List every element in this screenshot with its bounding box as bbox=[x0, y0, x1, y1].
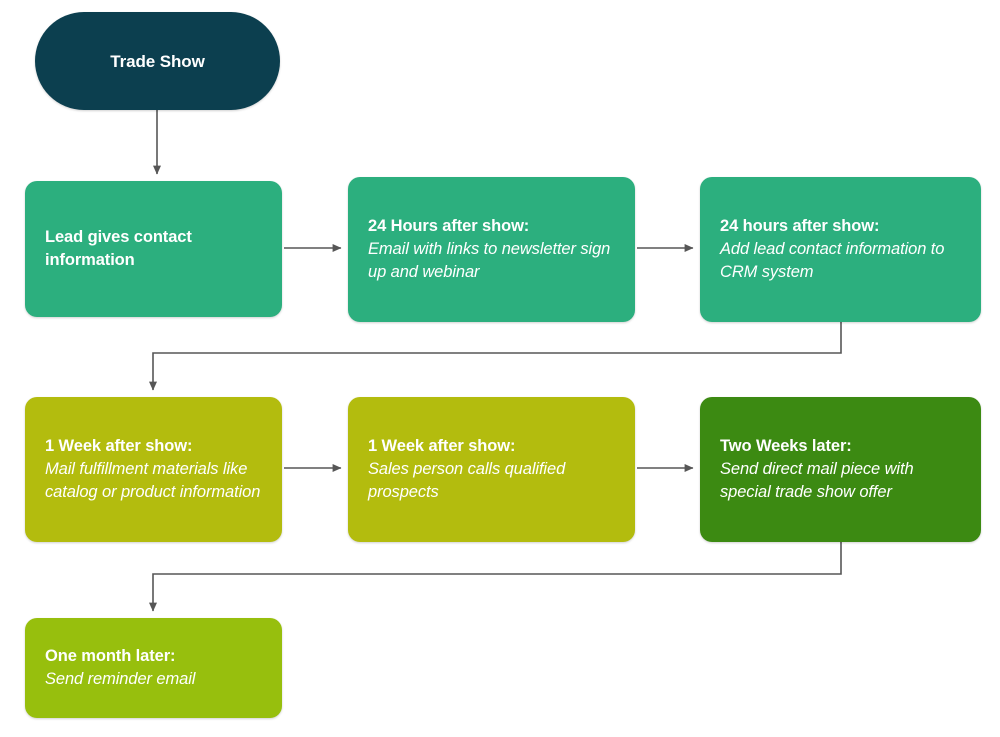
node-email-with-links[interactable]: 24 Hours after show: Email with links to… bbox=[348, 177, 635, 322]
node-add-lead-to-crm-body: Add lead contact information to CRM syst… bbox=[720, 240, 945, 281]
node-trade-show[interactable]: Trade Show bbox=[35, 12, 280, 110]
node-sales-person-calls-body: Sales person calls qualified prospects bbox=[368, 460, 566, 501]
node-send-direct-mail-piece[interactable]: Two Weeks later: Send direct mail piece … bbox=[700, 397, 981, 542]
node-lead-gives-contact-information-title: Lead gives contact information bbox=[45, 228, 192, 269]
node-send-reminder-email-title: One month later: bbox=[45, 647, 176, 665]
node-send-direct-mail-piece-body: Send direct mail piece with special trad… bbox=[720, 460, 914, 501]
connector-crm-to-mail-fulfillment bbox=[149, 322, 842, 391]
node-trade-show-title: Trade Show bbox=[110, 51, 205, 71]
node-mail-fulfillment-materials-body: Mail fulfillment materials like catalog … bbox=[45, 460, 261, 501]
node-email-with-links-body: Email with links to newsletter sign up a… bbox=[368, 240, 611, 281]
node-mail-fulfillment-materials[interactable]: 1 Week after show: Mail fulfillment mate… bbox=[25, 397, 282, 542]
node-email-with-links-title: 24 Hours after show: bbox=[368, 217, 530, 235]
node-mail-fulfillment-materials-title: 1 Week after show: bbox=[45, 437, 193, 455]
node-send-direct-mail-piece-title: Two Weeks later: bbox=[720, 437, 852, 455]
node-sales-person-calls-title: 1 Week after show: bbox=[368, 437, 516, 455]
node-sales-person-calls[interactable]: 1 Week after show: Sales person calls qu… bbox=[348, 397, 635, 542]
node-send-reminder-email-body: Send reminder email bbox=[45, 670, 196, 688]
node-add-lead-to-crm-title: 24 hours after show: bbox=[720, 217, 880, 235]
connector-direct-mail-to-reminder-email bbox=[149, 542, 842, 612]
node-add-lead-to-crm[interactable]: 24 hours after show: Add lead contact in… bbox=[700, 177, 981, 322]
node-send-reminder-email[interactable]: One month later: Send reminder email bbox=[25, 618, 282, 718]
node-lead-gives-contact-information[interactable]: Lead gives contact information bbox=[25, 181, 282, 317]
